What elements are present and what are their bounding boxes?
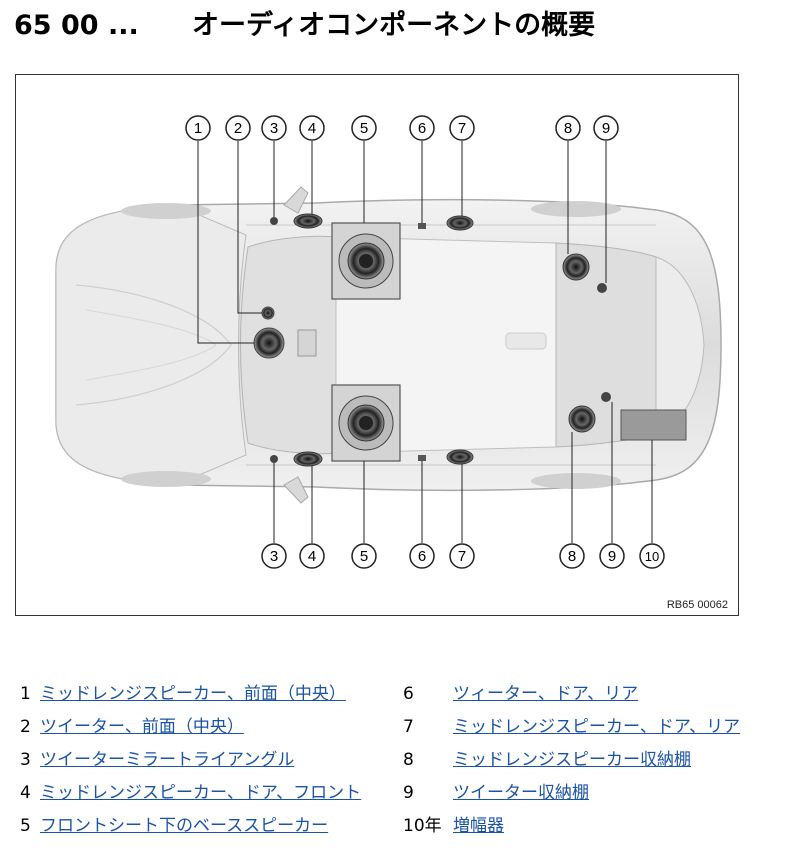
leader-lines <box>197 141 653 543</box>
tweeter-mirror-triangle-right <box>270 455 278 463</box>
callout-label: 10 <box>645 549 659 564</box>
callout-label: 8 <box>568 548 576 565</box>
callout-9: 9 <box>593 115 619 141</box>
legend-number: 3 <box>20 750 31 770</box>
callout-label: 9 <box>608 548 616 565</box>
legend-item: 2 ツイーター、前面（中央） <box>20 711 244 743</box>
legend-number: 1 <box>20 684 31 704</box>
callout-label: 4 <box>308 548 316 565</box>
callout-label: 3 <box>270 548 278 565</box>
callout-label: 5 <box>360 548 368 565</box>
legend-item: 1 ミッドレンジスピーカー、前面（中央） <box>20 678 346 710</box>
legend-number: 8 <box>403 750 414 770</box>
callout-label: 7 <box>458 548 466 565</box>
callout-label: 7 <box>458 120 466 137</box>
bass-speaker-under-front-seat-right <box>331 384 401 462</box>
callout-8: 8 <box>559 543 585 569</box>
midrange-speaker-rear-shelf-left <box>562 253 590 281</box>
figure-code: RB65 00062 <box>666 599 728 611</box>
legend-item: 9 ツイーター収納棚 <box>403 777 589 809</box>
section-code: 65 00 ... <box>14 10 139 41</box>
callout-3: 3 <box>261 115 287 141</box>
legend-link-amplifier[interactable]: 増幅器 <box>453 816 504 836</box>
car-top-view-illustration: 1 2 3 4 5 6 7 8 9 3 4 5 6 7 8 9 10 <box>55 115 722 569</box>
callout-9: 9 <box>599 543 625 569</box>
callout-label: 2 <box>234 120 242 137</box>
callout-1: 1 <box>185 115 211 141</box>
callout-6: 6 <box>409 115 435 141</box>
callout-label: 9 <box>602 120 610 137</box>
legend-item: 5 フロントシート下のベーススピーカー <box>20 810 328 842</box>
tweeter-rear-door-right <box>418 455 426 461</box>
legend-item: 7 ミッドレンジスピーカー、ドア、リア <box>403 711 740 743</box>
midrange-speaker-front-center <box>253 327 285 359</box>
page-title: 65 00 ... オーディオコンポーネントの概要 <box>14 6 595 46</box>
tweeter-rear-shelf-right <box>601 392 611 402</box>
amplifier <box>620 409 687 441</box>
callout-label: 8 <box>564 120 572 137</box>
midrange-speaker-front-door-right <box>293 451 323 467</box>
callout-8: 8 <box>555 115 581 141</box>
legend-number: 2 <box>20 717 31 737</box>
legend-link-midrange-rear-door[interactable]: ミッドレンジスピーカー、ドア、リア <box>453 717 741 737</box>
callout-label: 4 <box>308 120 316 137</box>
bass-speaker-under-front-seat-left <box>331 222 401 300</box>
callout-7: 7 <box>449 115 475 141</box>
callout-label: 3 <box>270 120 278 137</box>
callout-5: 5 <box>351 543 377 569</box>
tweeter-rear-shelf-left <box>597 283 607 293</box>
legend-number: 4 <box>20 783 31 803</box>
legend-item: 6 ツィーター、ドア、リア <box>403 678 638 710</box>
legend-link-bass-under-seat[interactable]: フロントシート下のベーススピーカー <box>40 816 329 836</box>
legend-number: 5 <box>20 816 31 836</box>
legend-number: 7 <box>403 717 414 737</box>
tweeter-mirror-triangle-left <box>270 217 278 225</box>
legend-link-midrange-front-center[interactable]: ミッドレンジスピーカー、前面（中央） <box>40 684 346 704</box>
callout-10: 10 <box>639 543 665 569</box>
legend-item: 4 ミッドレンジスピーカー、ドア、フロント <box>20 777 361 809</box>
legend-link-midrange-front-door[interactable]: ミッドレンジスピーカー、ドア、フロント <box>40 783 362 803</box>
legend-link-tweeter-rear-door[interactable]: ツィーター、ドア、リア <box>453 684 639 704</box>
callout-label: 5 <box>360 120 368 137</box>
callout-3: 3 <box>261 543 287 569</box>
callout-7: 7 <box>449 543 475 569</box>
legend-item: 8 ミッドレンジスピーカー収納棚 <box>403 744 691 776</box>
legend-link-tweeter-front-center[interactable]: ツイーター、前面（中央） <box>40 717 244 737</box>
callout-4: 4 <box>299 543 325 569</box>
audio-components-diagram: 1 2 3 4 5 6 7 8 9 3 4 5 6 7 8 9 10 RB65 … <box>15 74 739 616</box>
legend-link-tweeter-rear-shelf[interactable]: ツイーター収納棚 <box>453 783 589 803</box>
legend-link-midrange-rear-shelf[interactable]: ミッドレンジスピーカー収納棚 <box>453 750 691 770</box>
legend-link-tweeter-mirror-triangle[interactable]: ツイーターミラートライアングル <box>40 750 295 770</box>
callout-4: 4 <box>299 115 325 141</box>
center-bracket <box>297 329 317 357</box>
callout-label: 6 <box>418 548 426 565</box>
midrange-speaker-rear-door-left <box>446 215 474 231</box>
midrange-speaker-front-door-left <box>293 213 323 229</box>
legend-number: 9 <box>403 783 414 803</box>
tweeter-rear-door-left <box>418 223 426 229</box>
callout-label: 6 <box>418 120 426 137</box>
callout-6: 6 <box>409 543 435 569</box>
callout-5: 5 <box>351 115 377 141</box>
legend-item: 10年増幅器 <box>403 810 504 842</box>
callout-label: 1 <box>194 120 202 137</box>
tweeter-front-center <box>261 306 275 320</box>
midrange-speaker-rear-door-right <box>446 449 474 465</box>
legend-number: 6 <box>403 684 414 704</box>
callouts-top: 1 2 3 4 5 6 7 8 9 <box>185 115 619 141</box>
legend-number: 10年 <box>403 816 442 836</box>
legend-item: 3 ツイーターミラートライアングル <box>20 744 294 776</box>
section-title: オーディオコンポーネントの概要 <box>192 10 596 41</box>
callouts-bottom: 3 4 5 6 7 8 9 10 <box>261 543 665 569</box>
callout-2: 2 <box>225 115 251 141</box>
midrange-speaker-rear-shelf-right <box>568 405 596 433</box>
